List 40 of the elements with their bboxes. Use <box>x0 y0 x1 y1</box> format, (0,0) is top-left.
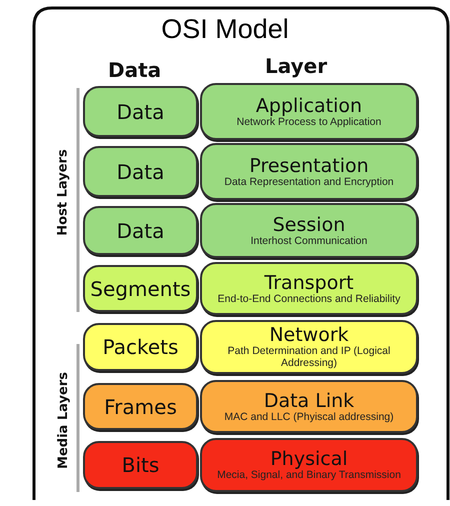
layer-name: Transport <box>264 272 354 292</box>
data-unit-box <box>83 206 198 255</box>
layer-name: Presentation <box>249 156 369 176</box>
layer-name: Data <box>116 162 164 182</box>
data-unit-box <box>83 86 198 137</box>
layer-description: Network Process to Application <box>236 116 382 128</box>
layer-name: Frames <box>104 396 177 416</box>
layer-name: Data <box>116 102 164 122</box>
column-header: Layer <box>265 54 328 78</box>
layer-box <box>200 143 418 200</box>
column-header: Data <box>108 58 162 82</box>
layer-description: Mecia, Signal, and Binary Transmission <box>216 469 402 481</box>
data-unit-box <box>83 323 198 371</box>
layer-description: Interhost Communication <box>250 234 368 246</box>
layer-description: MAC and LLC (Phyiscal addressing) <box>223 410 395 422</box>
layer-box <box>200 380 418 433</box>
layer-name: Bits <box>122 455 160 475</box>
layer-name: Network <box>269 325 349 345</box>
layer-description: Path Determination and IP (Logical Addressing) <box>226 345 392 369</box>
layer-name: Session <box>272 214 346 234</box>
layer-description: End-to-End Connections and Reliability <box>216 292 402 304</box>
layer-name: Packets <box>102 337 178 357</box>
layer-box <box>200 262 418 315</box>
data-unit-box <box>83 146 198 197</box>
title: OSI Model <box>160 14 290 45</box>
group-label: Media Layers <box>55 372 70 468</box>
layer-description: Data Representation and Encryption <box>223 176 395 188</box>
layer-box <box>200 320 418 374</box>
data-unit-box <box>83 441 198 489</box>
layer-name: Data <box>116 220 164 240</box>
layer-box <box>200 438 418 492</box>
layer-box <box>200 203 418 258</box>
layer-name: Segments <box>90 278 191 298</box>
layer-box <box>200 83 418 140</box>
layer-name: Data Link <box>264 390 354 410</box>
data-unit-box <box>83 265 198 312</box>
layer-name: Application <box>256 96 362 116</box>
data-unit-box <box>83 383 198 430</box>
layer-name: Physical <box>270 449 348 469</box>
group-label: Host Layers <box>56 148 71 236</box>
